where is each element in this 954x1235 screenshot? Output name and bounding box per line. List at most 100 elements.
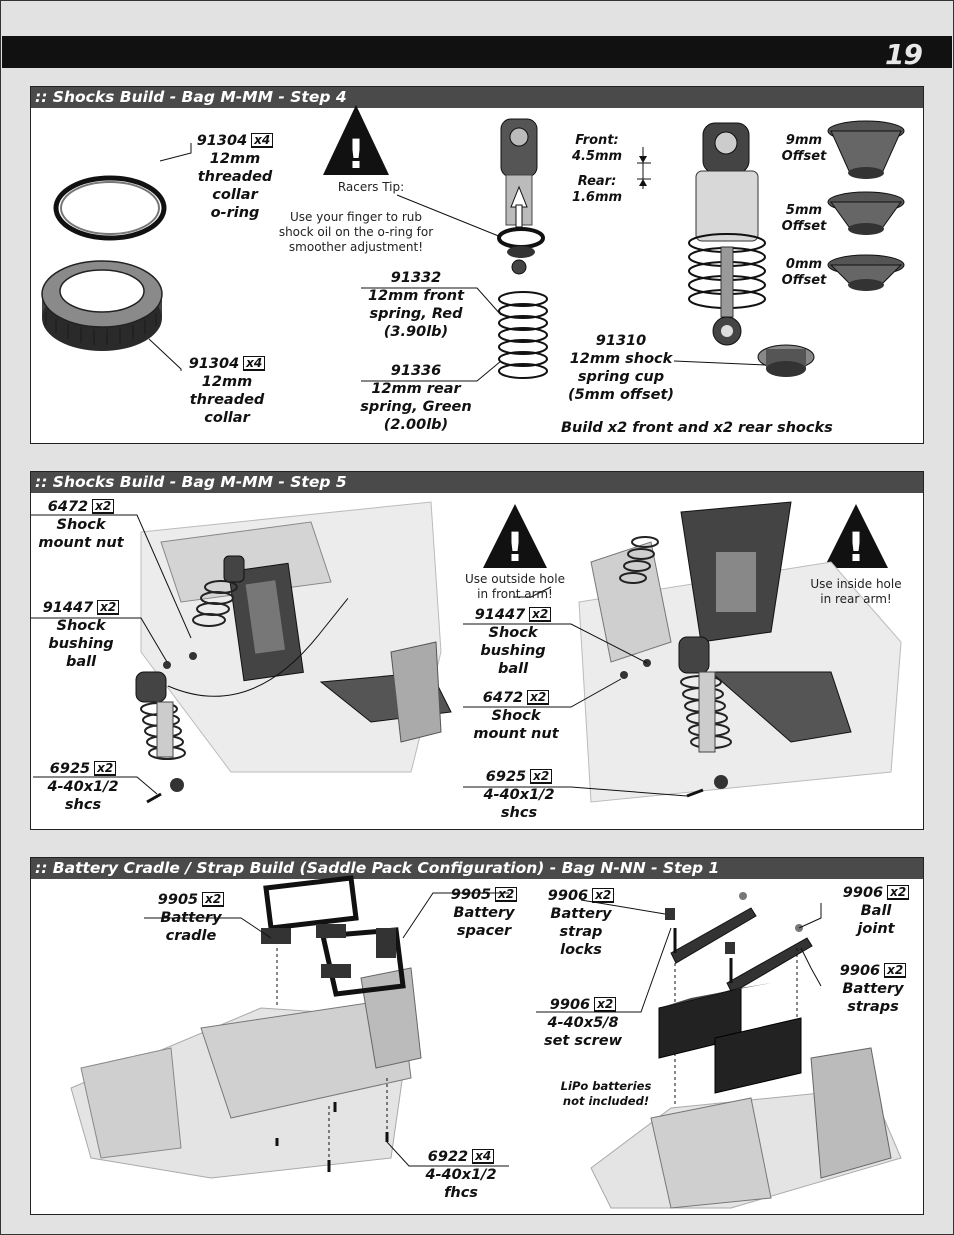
offset-label: Front: bbox=[575, 133, 619, 148]
tip-line: Use inside hole bbox=[810, 577, 902, 591]
tip-heading: Racers Tip: bbox=[337, 180, 405, 194]
lipo-note: LiPo batteries not included! bbox=[551, 1079, 661, 1109]
svg-text:!: ! bbox=[847, 525, 865, 571]
desc-line: 4-40x1/2 bbox=[425, 1167, 497, 1183]
desc-line: 12mm front bbox=[367, 288, 465, 304]
quantity-badge: x2 bbox=[495, 887, 518, 902]
quantity-badge: x2 bbox=[530, 769, 553, 784]
desc-line: 12mm bbox=[201, 374, 253, 390]
desc-line: 4-40x1/2 bbox=[47, 779, 119, 795]
quantity-badge: x2 bbox=[887, 885, 910, 900]
part-number: 91304 bbox=[196, 133, 248, 149]
desc-line: cradle bbox=[165, 928, 217, 944]
offset-size: 9mm bbox=[785, 133, 823, 148]
desc-line: (3.90lb) bbox=[383, 324, 449, 340]
offset-size: 5mm bbox=[785, 203, 823, 218]
desc-line: spring, Green bbox=[360, 399, 472, 415]
desc-line: straps bbox=[847, 999, 899, 1015]
label-spring-cup: 91310 12mm shock spring cup (5mm offset) bbox=[561, 332, 681, 404]
offset-word: Offset bbox=[781, 149, 827, 164]
desc-line: Battery bbox=[453, 905, 515, 921]
section-header: :: Shocks Build - Bag M-MM - Step 4 bbox=[31, 87, 923, 108]
desc-line: joint bbox=[857, 921, 895, 937]
part-number: 91332 bbox=[390, 270, 442, 286]
quantity-badge: x2 bbox=[884, 963, 907, 978]
label-offset-5mm: 5mm Offset bbox=[775, 203, 833, 235]
desc-line: fhcs bbox=[444, 1185, 478, 1201]
section-header: :: Battery Cradle / Strap Build (Saddle … bbox=[31, 858, 923, 879]
part-number: 6922 bbox=[427, 1149, 469, 1165]
quantity-badge: x4 bbox=[472, 1149, 495, 1164]
offset-word: Offset bbox=[781, 273, 827, 288]
tip-rear-arm: Use inside hole in rear arm! bbox=[791, 577, 921, 607]
desc-line: spring cup bbox=[577, 369, 665, 385]
part-number: 9906 bbox=[549, 997, 591, 1013]
desc-line: Battery bbox=[842, 981, 904, 997]
label-front-offset: Front: 4.5mm bbox=[565, 133, 629, 165]
quantity-badge: x2 bbox=[94, 761, 117, 776]
desc-line: Shock bbox=[491, 708, 541, 724]
desc-line: mount nut bbox=[38, 535, 124, 551]
part-number: 9906 bbox=[842, 885, 884, 901]
desc-line: shcs bbox=[64, 797, 102, 813]
part-number: 9905 bbox=[450, 887, 492, 903]
quantity-badge: x2 bbox=[592, 888, 615, 903]
step4-illustration: ! bbox=[41, 105, 905, 382]
tip-line: in front arm! bbox=[477, 587, 553, 601]
part-number: 6472 bbox=[482, 690, 524, 706]
quantity-badge: x4 bbox=[243, 356, 266, 371]
tip-line: smoother adjustment! bbox=[288, 240, 424, 254]
section-header: :: Shocks Build - Bag M-MM - Step 5 bbox=[31, 472, 923, 493]
label-front-spring: 91332 12mm front spring, Red (3.90lb) bbox=[353, 269, 479, 341]
battery-illustration bbox=[70, 875, 902, 1209]
desc-line: 12mm bbox=[209, 151, 261, 167]
desc-line: Ball bbox=[860, 903, 892, 919]
section-title: :: Shocks Build - Bag M-MM - Step 5 bbox=[35, 473, 347, 491]
desc-line: Shock bbox=[56, 517, 106, 533]
quantity-badge: x2 bbox=[529, 607, 552, 622]
part-number: 6472 bbox=[47, 499, 89, 515]
step5-illustration: ! ! bbox=[31, 501, 902, 804]
desc-line: threaded bbox=[189, 392, 265, 408]
desc-line: strap bbox=[559, 924, 603, 940]
part-number: 9906 bbox=[547, 888, 589, 904]
desc-line: collar bbox=[212, 187, 258, 203]
tip-front-arm: Use outside hole in front arm! bbox=[445, 572, 585, 602]
section-shocks-step4: :: Shocks Build - Bag M-MM - Step 4 ! bbox=[30, 86, 924, 444]
quantity-badge: x2 bbox=[92, 499, 115, 514]
desc-line: shcs bbox=[500, 805, 538, 821]
svg-text:!: ! bbox=[347, 132, 365, 178]
label-rear-spring: 91336 12mm rear spring, Green (2.00lb) bbox=[353, 362, 479, 434]
desc-line: Battery bbox=[550, 906, 612, 922]
part-number: 91304 bbox=[188, 356, 240, 372]
part-number: 91447 bbox=[42, 600, 94, 616]
desc-line: Shock bbox=[56, 618, 106, 634]
desc-line: Shock bbox=[488, 625, 538, 641]
header-bar bbox=[2, 36, 952, 68]
section-shocks-step5: :: Shocks Build - Bag M-MM - Step 5 ! ! bbox=[30, 471, 924, 830]
part-number: 91336 bbox=[390, 363, 442, 379]
desc-line: 4-40x5/8 bbox=[547, 1015, 619, 1031]
desc-line: bushing bbox=[48, 636, 114, 652]
desc-line: bushing bbox=[480, 643, 546, 659]
part-number: 9906 bbox=[839, 963, 881, 979]
desc-line: (2.00lb) bbox=[383, 417, 449, 433]
offset-word: Offset bbox=[781, 219, 827, 234]
build-note: Build x2 front and x2 rear shocks bbox=[561, 420, 833, 436]
label-offset-9mm: 9mm Offset bbox=[775, 133, 833, 165]
quantity-badge: x2 bbox=[202, 892, 225, 907]
tip-line: Use outside hole bbox=[465, 572, 565, 586]
note-line: LiPo batteries bbox=[560, 1079, 652, 1093]
page-number: 19 bbox=[885, 38, 923, 71]
